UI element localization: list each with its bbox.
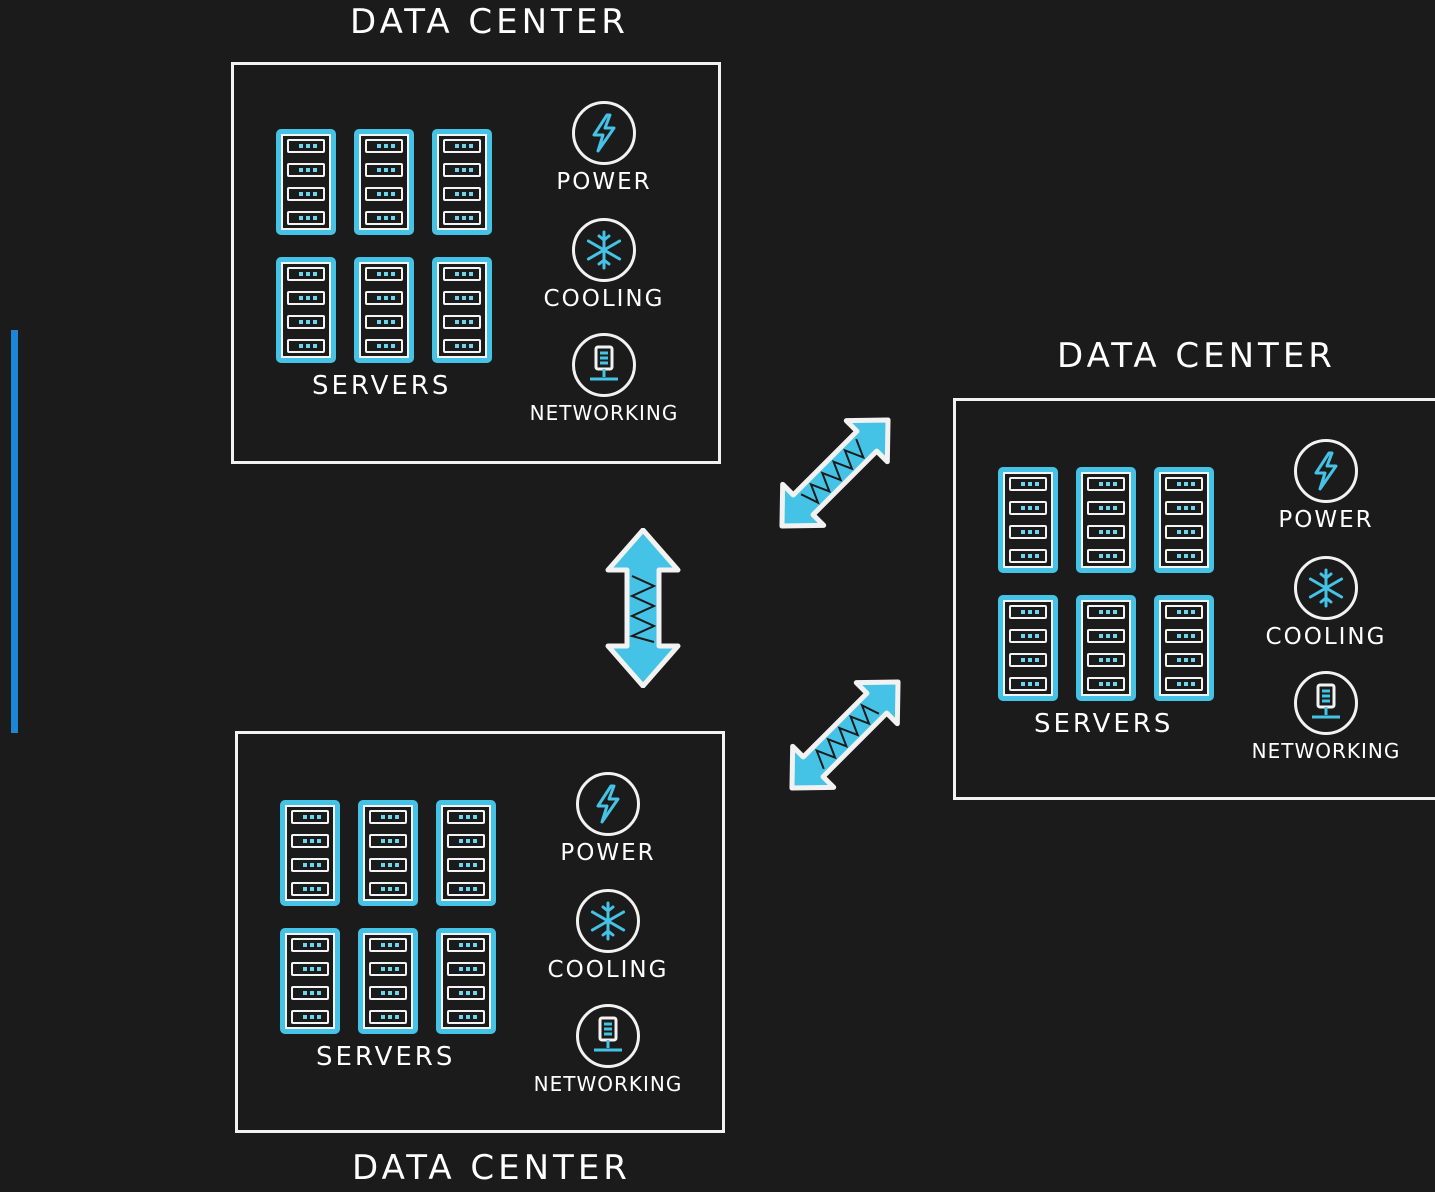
- server-rack-icon: [436, 928, 496, 1034]
- data-center-box: SERVERS POWER COOLING NETWORKING: [235, 731, 725, 1133]
- feature-label: POWER: [560, 840, 656, 866]
- snowflake-icon: [572, 218, 636, 282]
- server-rack-icon: [354, 257, 414, 363]
- feature-power: POWER: [523, 772, 693, 866]
- servers-label: SERVERS: [316, 1042, 456, 1072]
- server-rack-icon: [1076, 595, 1136, 701]
- server-rack-icon: [276, 129, 336, 235]
- server-rack-icon: [358, 800, 418, 906]
- feature-cooling: COOLING: [523, 889, 693, 983]
- server-rack-icon: [1154, 595, 1214, 701]
- server-rack-icon: [998, 595, 1058, 701]
- server-rack-icon: [280, 800, 340, 906]
- server-rack-icon: [432, 257, 492, 363]
- feature-power: POWER: [519, 101, 689, 195]
- feature-label: NETWORKING: [529, 401, 679, 425]
- feature-label: COOLING: [547, 957, 669, 983]
- feature-networking: NETWORKING: [519, 333, 689, 425]
- feature-power: POWER: [1241, 439, 1411, 533]
- double-arrow-icon: [605, 528, 681, 688]
- servers-grid: [998, 467, 1214, 701]
- data-center-title: DATA CENTER: [352, 1148, 631, 1188]
- lightning-icon: [1294, 439, 1358, 503]
- feature-label: NETWORKING: [533, 1072, 683, 1096]
- server-rack-icon: [280, 928, 340, 1034]
- feature-cooling: COOLING: [1241, 556, 1411, 650]
- data-center-title: DATA CENTER: [1057, 336, 1336, 376]
- feature-networking: NETWORKING: [523, 1004, 693, 1096]
- data-center-title: DATA CENTER: [350, 2, 629, 42]
- server-rack-icon: [436, 800, 496, 906]
- lightning-icon: [572, 101, 636, 165]
- servers-grid: [280, 800, 496, 1034]
- data-center-box: SERVERS POWER COOLING NETWORKING: [231, 62, 721, 464]
- network-server-icon: [576, 1004, 640, 1068]
- server-rack-icon: [358, 928, 418, 1034]
- feature-cooling: COOLING: [519, 218, 689, 312]
- network-server-icon: [1294, 671, 1358, 735]
- server-rack-icon: [276, 257, 336, 363]
- server-rack-icon: [1076, 467, 1136, 573]
- lightning-icon: [576, 772, 640, 836]
- feature-networking: NETWORKING: [1241, 671, 1411, 763]
- double-arrow-icon: [779, 417, 891, 529]
- side-accent-bar: [11, 330, 18, 733]
- server-rack-icon: [998, 467, 1058, 573]
- servers-grid: [276, 129, 492, 363]
- servers-label: SERVERS: [1034, 709, 1174, 739]
- feature-label: POWER: [1278, 507, 1374, 533]
- feature-label: COOLING: [543, 286, 665, 312]
- server-rack-icon: [354, 129, 414, 235]
- server-rack-icon: [432, 129, 492, 235]
- feature-label: POWER: [556, 169, 652, 195]
- server-rack-icon: [1154, 467, 1214, 573]
- servers-label: SERVERS: [312, 371, 452, 401]
- snowflake-icon: [576, 889, 640, 953]
- data-center-box: SERVERS POWER COOLING NETWORKING: [953, 398, 1435, 800]
- double-arrow-icon: [789, 679, 901, 791]
- feature-label: COOLING: [1265, 624, 1387, 650]
- network-server-icon: [572, 333, 636, 397]
- feature-label: NETWORKING: [1251, 739, 1401, 763]
- snowflake-icon: [1294, 556, 1358, 620]
